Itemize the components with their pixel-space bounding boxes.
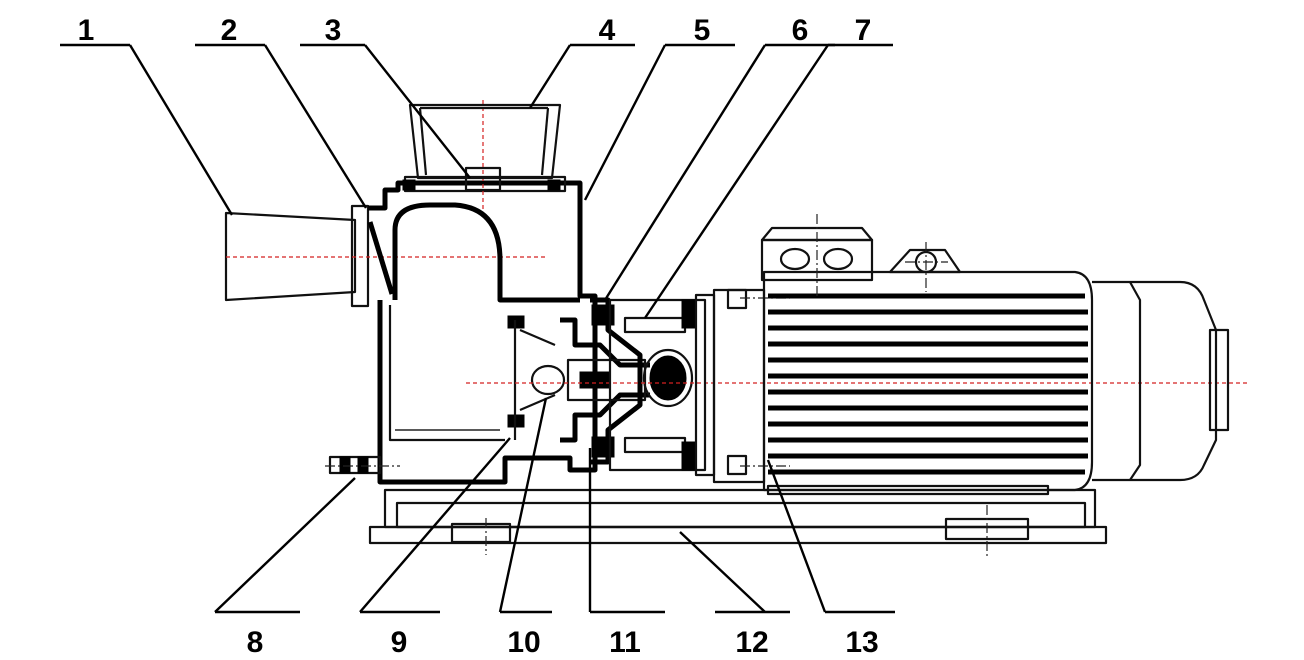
callout-4: 4 [599,14,616,47]
callout-7: 7 [855,14,872,47]
callout-1: 1 [78,14,95,47]
callout-labels: 1 2 3 4 5 6 7 8 9 10 11 12 13 [78,14,879,659]
callout-8: 8 [247,626,264,659]
leader-lines [60,43,895,614]
pump-casing [367,100,598,485]
impeller-assembly [466,297,1250,465]
base-frame [368,488,1108,558]
callout-3: 3 [325,14,342,47]
callout-2: 2 [221,14,238,47]
callout-10: 10 [507,626,540,659]
suction-pipe [224,204,545,308]
cooling-fins [768,293,1088,475]
motor [760,214,1230,496]
callout-6: 6 [792,14,809,47]
callout-5: 5 [694,14,711,47]
callout-9: 9 [391,626,408,659]
drain-plug [325,455,400,475]
priming-hopper [408,103,562,180]
callout-12: 12 [735,626,768,659]
callout-13: 13 [845,626,878,659]
callout-11: 11 [609,626,641,659]
